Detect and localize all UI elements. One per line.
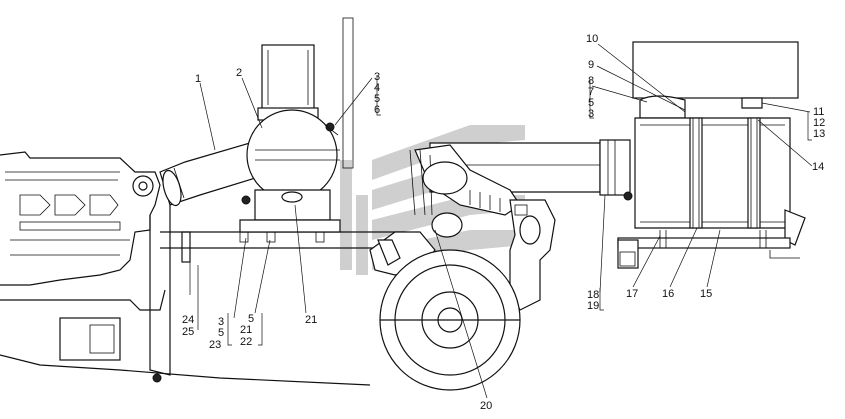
callout-13: 13 (813, 128, 825, 140)
pre-cleaner-cyclone (239, 44, 341, 243)
callout-21: 21 (305, 314, 317, 326)
callout-8: 8 (588, 75, 594, 87)
callout-11: 11 (813, 106, 824, 118)
callout-9: 9 (588, 59, 594, 71)
callout-3-bottom: 3 (218, 316, 224, 328)
callout-20: 20 (480, 400, 492, 412)
callout-3: 3 (374, 71, 380, 83)
callout-22: 22 (240, 336, 252, 348)
flex-hose (409, 144, 521, 238)
intake-pipe (159, 139, 276, 207)
callout-4: 4 (374, 82, 380, 94)
callout-7: 7 (588, 86, 594, 98)
flywheel (379, 249, 521, 391)
callout-19: 19 (587, 300, 599, 312)
leader-lines (189, 43, 813, 399)
callout-6: 6 (374, 104, 380, 116)
callout-25: 25 (182, 326, 194, 338)
frame-rail (160, 231, 405, 249)
engine-block (0, 151, 371, 386)
callout-10: 10 (586, 33, 598, 45)
callout-14: 14 (812, 161, 824, 173)
callout-17: 17 (626, 288, 638, 300)
callout-5-right: 5 (588, 97, 594, 109)
callout-5: 5 (374, 93, 380, 105)
callout-12: 12 (813, 117, 825, 129)
callout-15: 15 (700, 288, 712, 300)
callout-3-right: 3 (588, 108, 594, 120)
callout-16: 16 (662, 288, 674, 300)
callout-1: 1 (195, 73, 201, 85)
callout-21-bottom: 21 (240, 324, 252, 336)
callout-24: 24 (182, 314, 194, 326)
callout-labels: 1 2 3 4 5 6 10 9 8 7 5 3 11 12 13 14 15 … (182, 33, 825, 412)
callout-18: 18 (587, 289, 599, 301)
air-cleaner-housing (617, 41, 806, 269)
callout-5-bottom-right: 5 (248, 313, 254, 325)
callout-23: 23 (209, 339, 221, 351)
callout-2: 2 (236, 67, 242, 79)
support-post (342, 17, 354, 169)
callout-5-bottom: 5 (218, 327, 224, 339)
